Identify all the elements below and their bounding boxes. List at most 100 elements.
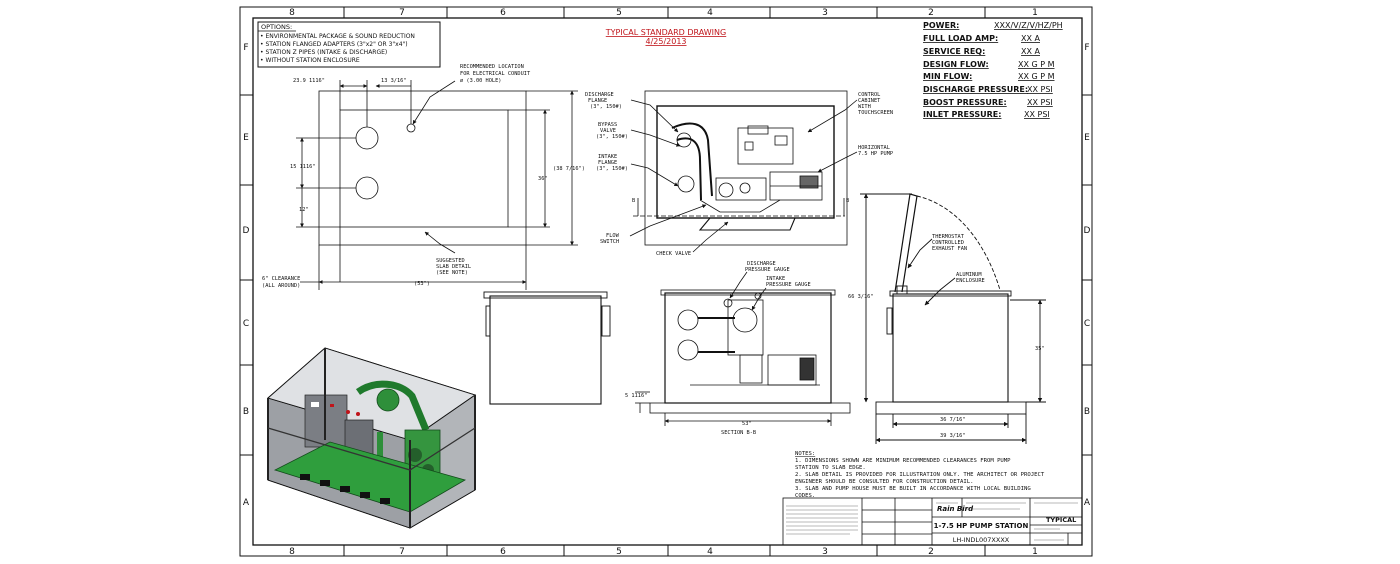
spec-label: INLET PRESSURE: xyxy=(923,110,1001,119)
grid-bottom-5: 5 xyxy=(616,547,622,557)
discharge-flange-label: FLANGE xyxy=(588,98,607,104)
clearance-label: (ALL AROUND) xyxy=(262,283,300,289)
dim-outer: 39 3/16" xyxy=(940,433,966,439)
spec-value: XXX/V/Z/V/HZ/PH xyxy=(994,21,1063,30)
grid-right-d: D xyxy=(1084,226,1091,236)
spec-label: FULL LOAD AMP: xyxy=(923,34,998,43)
grid-bottom-3: 3 xyxy=(822,547,828,557)
slab-outline xyxy=(318,90,527,246)
top-view xyxy=(629,90,858,253)
grid-bottom-6: 6 xyxy=(500,547,506,557)
spec-value: XX A xyxy=(1021,34,1041,43)
aluminum-label: ALUMINUM xyxy=(956,272,982,278)
notes-heading: NOTES: xyxy=(795,451,815,457)
grid-left-a: A xyxy=(243,498,250,508)
grid-right-b: B xyxy=(1084,407,1090,417)
side-elevation xyxy=(860,193,1046,444)
spec-label: SERVICE REQ: xyxy=(923,47,985,56)
section-marker-right: B xyxy=(846,198,849,204)
suggested-slab-label: SUGGESTED xyxy=(436,258,465,264)
option-item: • ENVIRONMENTAL PACKAGE & SOUND REDUCTIO… xyxy=(260,33,415,40)
iso-pump xyxy=(376,388,400,412)
note-line: 2. SLAB DETAIL IS PROVIDED FOR ILLUSTRAT… xyxy=(795,472,1045,478)
spec-label: POWER: xyxy=(923,21,959,30)
flow-switch-label: SWITCH xyxy=(600,239,619,245)
dim-height-open: 66 3/16" xyxy=(848,294,874,300)
dim-height: 35" xyxy=(1035,346,1045,352)
grid-bottom-8: 8 xyxy=(289,547,295,557)
dim-left-lower: 12" xyxy=(299,207,309,213)
specs-table: POWER: XXX/V/Z/V/HZ/PH FULL LOAD AMP: XX… xyxy=(923,21,1063,119)
title-block xyxy=(782,497,1083,546)
grid-left-f: F xyxy=(243,43,248,53)
grid-right-a: A xyxy=(1084,498,1091,508)
side-enclosure xyxy=(892,293,1009,403)
product-name: 1-7.5 HP PUMP STATION xyxy=(934,522,1029,530)
title-block-text: Rain Bird 1-7.5 HP PUMP STATION LH-INDL0… xyxy=(934,505,1077,544)
note-line: 3. SLAB AND PUMP HOUSE MUST BE BUILT IN … xyxy=(795,486,1031,492)
grid-labels: 8 7 6 5 4 3 2 1 8 7 6 5 4 3 2 1 F E D C … xyxy=(243,8,1091,557)
rainbird-logo: Rain Bird xyxy=(937,505,974,513)
bypass-valve-label: (3", 150#) xyxy=(596,134,628,140)
flow-switch-label: FLOW xyxy=(606,233,620,239)
top-view-labels: DISCHARGE FLANGE (3", 150#) BYPASS VALVE… xyxy=(585,92,893,257)
grid-top-1: 1 xyxy=(1032,8,1038,18)
aluminum-label: ENCLOSURE xyxy=(956,278,985,284)
grid-top-3: 3 xyxy=(822,8,828,18)
thermostat-label: EXHAUST FAN xyxy=(932,246,967,252)
section-slab xyxy=(649,402,851,414)
conduit-hole xyxy=(406,123,416,133)
dim-bottom: (53") xyxy=(414,281,430,287)
horizontal-pump-label: 7.5 HP PUMP xyxy=(858,151,893,157)
thermostat-label: THERMOSTAT xyxy=(932,234,965,240)
top-view-slab xyxy=(644,90,848,246)
section-caption: SECTION B-B xyxy=(721,430,756,436)
clearance-label: 6" CLEARANCE xyxy=(262,276,300,282)
dim-left-upper: 15 1116" xyxy=(290,164,316,170)
dim-inner: 36 7/16" xyxy=(940,417,966,423)
grid-left-e: E xyxy=(243,133,249,143)
dim-section-width: 53" xyxy=(742,421,752,427)
recommended-location-label: ø (3.00 HOLE) xyxy=(460,78,501,84)
spec-value: XX PSI xyxy=(1024,110,1050,119)
section-enclosure xyxy=(664,292,832,404)
side-elevation-labels: THERMOSTAT CONTROLLED EXHAUST FAN ALUMIN… xyxy=(848,234,1045,439)
control-cabinet-label: CABINET xyxy=(858,98,881,104)
option-item: • STATION FLANGED ADAPTERS (3"x2" OR 3"x… xyxy=(260,41,408,48)
front-elevation xyxy=(483,291,611,405)
recommended-location-label: RECOMMENDED LOCATION xyxy=(460,64,524,70)
thermostat-label: CONTROLLED xyxy=(932,240,964,246)
spec-value: XX A xyxy=(1021,47,1041,56)
grid-right-f: F xyxy=(1084,43,1089,53)
discharge-flange-label: (3", 150#) xyxy=(590,104,622,110)
intake-flange-label: INTAKE xyxy=(598,154,617,160)
control-cabinet-label: WITH xyxy=(858,104,871,110)
options-heading: OPTIONS: xyxy=(261,23,292,31)
discharge-hole xyxy=(355,176,379,200)
note-line: STATION TO SLAB EDGE. xyxy=(795,465,866,471)
intake-hole xyxy=(355,126,379,150)
grid-right-c: C xyxy=(1084,319,1090,329)
note-line: 1. DIMENSIONS SHOWN ARE MINIMUM RECOMMEN… xyxy=(795,458,1011,464)
option-item: • WITHOUT STATION ENCLOSURE xyxy=(260,57,360,64)
grid-bottom-2: 2 xyxy=(928,547,934,557)
title-block-fine-print xyxy=(786,502,1078,541)
grid-top-7: 7 xyxy=(399,8,405,18)
intake-flange-label: (3", 150#) xyxy=(596,166,628,172)
plan-view-labels: RECOMMENDED LOCATION FOR ELECTRICAL COND… xyxy=(262,64,585,289)
dim-top-left: 23.9 1116" xyxy=(293,78,325,84)
intake-gauge-label: INTAKE xyxy=(766,276,785,282)
notes: NOTES: 1. DIMENSIONS SHOWN ARE MINIMUM R… xyxy=(795,451,1045,499)
drawing-number: LH-INDL007XXXX xyxy=(953,536,1010,544)
control-cabinet xyxy=(737,127,794,165)
grid-top-6: 6 xyxy=(500,8,506,18)
option-item: • STATION Z PIPES (INTAKE & DISCHARGE) xyxy=(260,49,387,56)
grid-ticks xyxy=(240,7,1092,556)
grid-top-8: 8 xyxy=(289,8,295,18)
grid-right-e: E xyxy=(1084,133,1090,143)
front-enclosure xyxy=(489,295,602,405)
horizontal-pump-label: HORIZONTAL xyxy=(858,145,890,151)
control-cabinet-label: TOUCHSCREEN xyxy=(858,110,893,116)
bypass-valve-label: BYPASS xyxy=(598,122,617,128)
top-view-enclosure xyxy=(656,105,835,219)
